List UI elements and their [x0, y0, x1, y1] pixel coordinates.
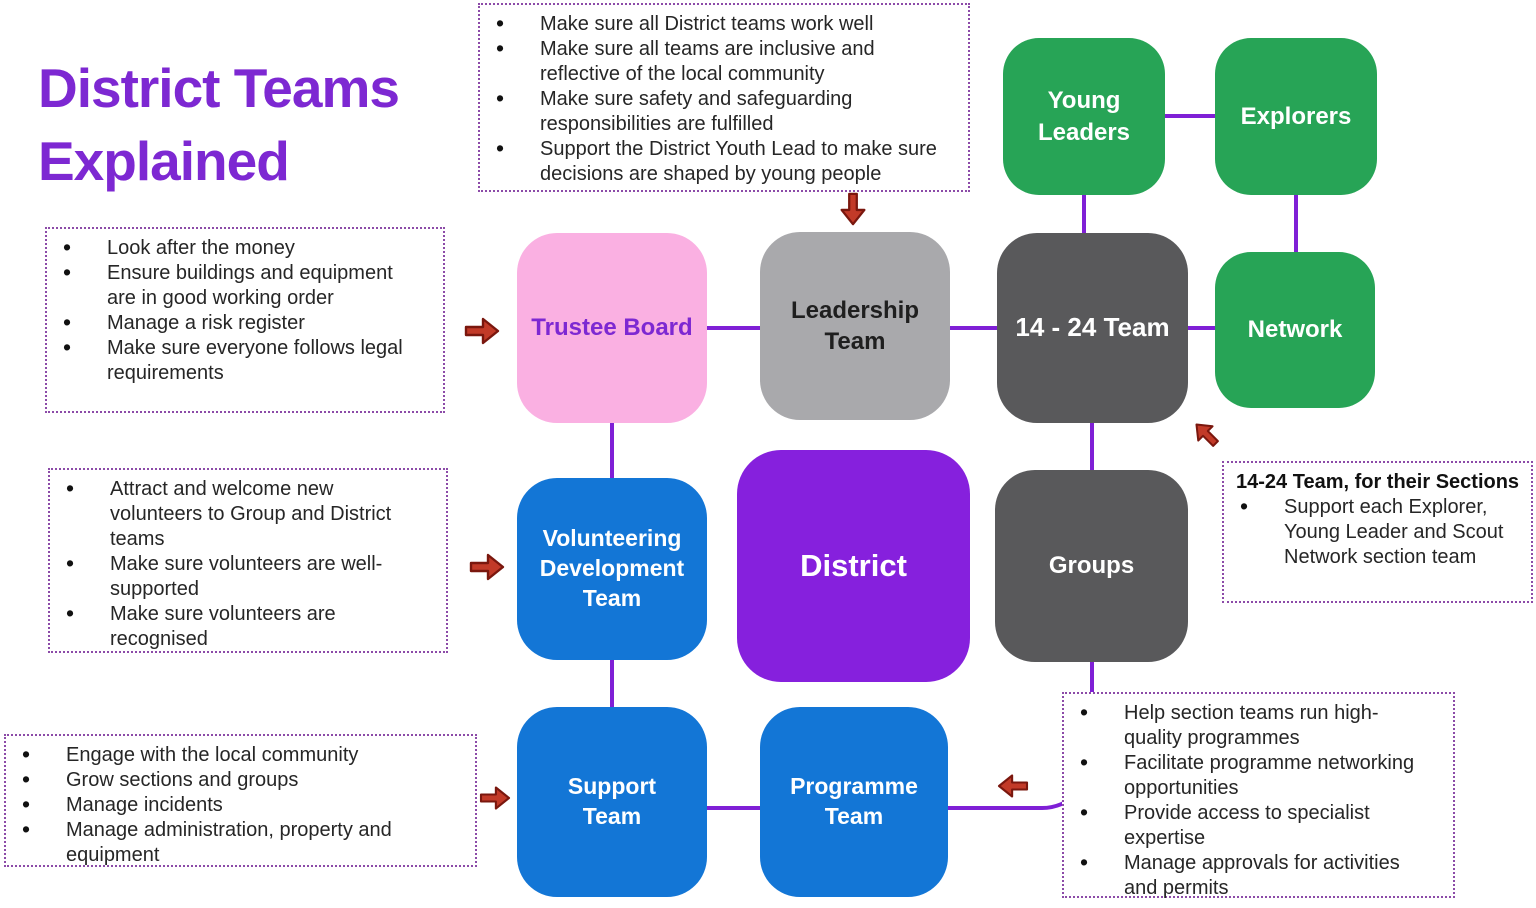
node-district: District	[737, 450, 970, 682]
node-volunteering-development-team: Volunteering Development Team	[517, 478, 707, 660]
bullet-item: Make sure volunteers are recognised	[50, 601, 418, 652]
note-volunteering-development-team: Attract and welcome new volunteers to Gr…	[48, 468, 448, 653]
node-label: Trustee Board	[531, 314, 693, 342]
connector-leadership-1424	[950, 326, 997, 330]
arrow-right-icon	[468, 551, 506, 583]
node-support-team: Support Team	[517, 707, 707, 897]
arrow-down-icon	[836, 191, 870, 227]
bullet-item: Ensure buildings and equipment are in go…	[47, 260, 415, 311]
arrow-right-icon	[463, 315, 501, 347]
connector-volunteering-support	[610, 660, 614, 707]
connector-explorers-network	[1294, 195, 1298, 252]
bullet-list: Help section teams run high-quality prog…	[1064, 700, 1429, 901]
connector-youngleaders-explorers	[1165, 114, 1215, 118]
page-title: District Teams Explained	[38, 57, 400, 192]
node-network: Network	[1215, 252, 1375, 408]
bullet-list: Attract and welcome new volunteers to Gr…	[50, 476, 418, 652]
node-label: Support Team	[567, 773, 657, 829]
bullet-item: Manage incidents	[6, 792, 455, 818]
node-label: Groups	[1048, 552, 1135, 580]
node-14-24-team: 14 - 24 Team	[997, 233, 1188, 423]
bullet-item: Support the District Youth Lead to make …	[480, 136, 956, 187]
bullet-item: Make sure safety and safeguarding respon…	[480, 86, 956, 137]
bullet-item: Support each Explorer, Young Leader and …	[1224, 494, 1521, 570]
bullet-item: Make sure everyone follows legal require…	[47, 335, 415, 386]
connector-support-programme	[705, 806, 762, 810]
bullet-list: Look after the moneyEnsure buildings and…	[47, 235, 415, 386]
connector-trustee-leadership	[707, 326, 760, 330]
arrow-left-icon	[996, 772, 1030, 800]
note-trustee-board: Look after the moneyEnsure buildings and…	[45, 227, 445, 413]
bullet-item: Make sure all District teams work well	[480, 11, 956, 37]
node-label: Network	[1247, 316, 1343, 344]
bullet-list: Engage with the local communityGrow sect…	[6, 742, 455, 868]
node-label: Volunteering Development Team	[539, 525, 685, 611]
note-leadership-team: Make sure all District teams work wellMa…	[478, 3, 970, 192]
note-support-team: Engage with the local communityGrow sect…	[4, 734, 477, 867]
bullet-item: Make sure volunteers are well-supported	[50, 551, 418, 602]
node-programme-team: Programme Team	[760, 707, 948, 897]
node-label: Young Leaders	[1037, 87, 1131, 146]
node-label: Explorers	[1240, 102, 1352, 130]
bullet-item: Make sure all teams are inclusive and re…	[480, 36, 956, 87]
node-label: Leadership Team	[790, 296, 920, 355]
bullet-item: Grow sections and groups	[6, 767, 455, 793]
bullet-item: Engage with the local community	[6, 742, 455, 768]
bullet-item: Look after the money	[47, 235, 415, 261]
node-label: District	[800, 547, 907, 583]
node-label: 14 - 24 Team	[1015, 312, 1170, 343]
node-trustee-board: Trustee Board	[517, 233, 707, 423]
node-groups: Groups	[995, 470, 1188, 662]
bullet-item: Attract and welcome new volunteers to Gr…	[50, 476, 418, 552]
connector-1424-groups	[1090, 423, 1094, 470]
node-leadership-team: Leadership Team	[760, 232, 950, 420]
node-explorers: Explorers	[1215, 38, 1377, 195]
arrow-right-icon	[478, 784, 512, 812]
bullet-item: Help section teams run high-quality prog…	[1064, 700, 1429, 751]
bullet-list: Make sure all District teams work wellMa…	[480, 11, 956, 187]
bullet-item: Provide access to specialist expertise	[1064, 800, 1429, 851]
node-label: Programme Team	[790, 773, 918, 829]
bullet-list: Support each Explorer, Young Leader and …	[1224, 494, 1521, 570]
note-14-24-team: 14-24 Team, for their Sections Support e…	[1222, 461, 1533, 603]
note-heading: 14-24 Team, for their Sections	[1236, 471, 1520, 493]
arrow-up-left-icon	[1185, 413, 1227, 455]
bullet-item: Manage a risk register	[47, 310, 415, 336]
node-young-leaders: Young Leaders	[1003, 38, 1165, 195]
connector-1424-network	[1188, 326, 1215, 330]
bullet-item: Facilitate programme networking opportun…	[1064, 750, 1429, 801]
bullet-item: Manage administration, property and equi…	[6, 817, 455, 868]
bullet-item: Manage approvals for activities and perm…	[1064, 850, 1429, 901]
connector-trustee-volunteering	[610, 423, 614, 478]
note-programme-team: Help section teams run high-quality prog…	[1062, 692, 1455, 901]
connector-youngleaders-1424	[1082, 195, 1086, 233]
